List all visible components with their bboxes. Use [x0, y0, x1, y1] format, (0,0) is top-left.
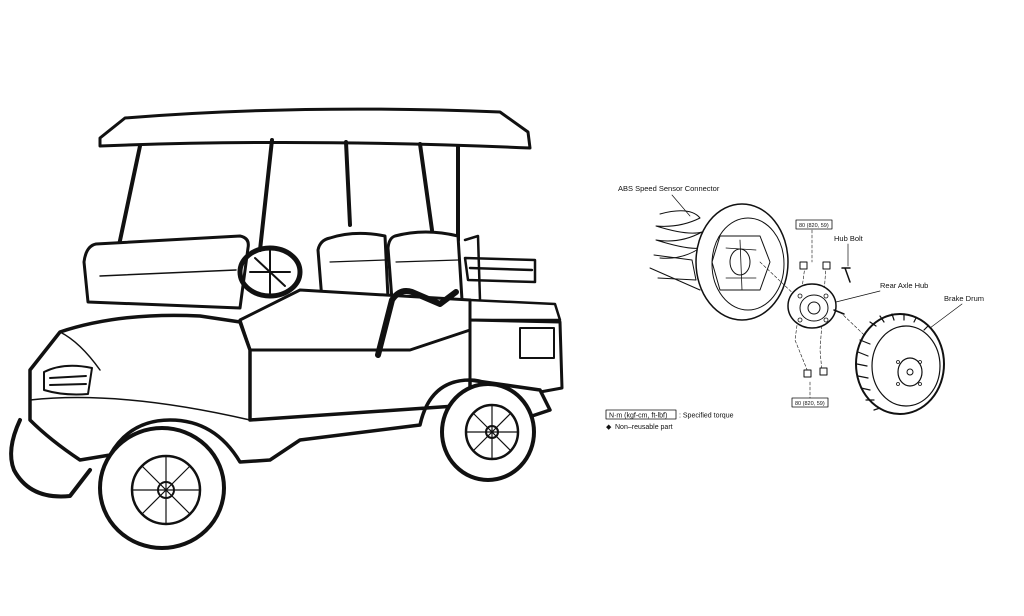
brake-drum	[855, 313, 945, 415]
legend-nonreusable-desc: Non–reusable part	[615, 424, 673, 431]
svg-text:80 (820, 59): 80 (820, 59)	[795, 401, 825, 407]
svg-text:80 (820, 59): 80 (820, 59)	[799, 223, 829, 229]
rear-axle-hub	[787, 283, 845, 329]
rear-wheel	[440, 382, 536, 482]
label-brake-drum: Brake Drum	[944, 294, 984, 303]
label-hub-bolt: Hub Bolt	[834, 234, 864, 243]
far-front-wheel	[9, 418, 92, 499]
label-rear-axle-hub: Rear Axle Hub	[880, 281, 928, 290]
legend-torque-unit: N·m (kgf-cm, ft-lbf)	[609, 413, 667, 420]
torque-box-bottom: 80 (820, 59)	[791, 397, 829, 408]
steering-wheel	[237, 245, 303, 299]
front-wheel	[98, 426, 226, 550]
hub-nuts	[799, 261, 851, 378]
seat-backs	[316, 230, 464, 302]
legend: N·m (kgf-cm, ft-lbf) : Specified torque …	[605, 409, 734, 431]
rear-panel-box	[519, 327, 555, 359]
legend-nonreusable-symbol: ◆	[606, 424, 612, 431]
leader-lines	[671, 194, 963, 329]
windshield	[82, 234, 250, 310]
coil-spring	[649, 210, 703, 291]
cart-roof	[98, 107, 532, 150]
golf-cart-illustration	[9, 107, 564, 550]
rear-axle-hub-diagram: ABS Speed Sensor Connector Hub Bolt Rear…	[600, 0, 1024, 616]
rear-basket	[463, 234, 562, 322]
legend-torque-desc: : Specified torque	[679, 413, 734, 420]
headlight	[43, 364, 93, 396]
hip-restraint	[375, 288, 459, 358]
backing-plate	[695, 203, 789, 321]
roof-struts	[116, 138, 460, 252]
torque-box-top: 80 (820, 59)	[795, 219, 833, 230]
label-abs-speed-sensor-connector: ABS Speed Sensor Connector	[618, 184, 720, 193]
